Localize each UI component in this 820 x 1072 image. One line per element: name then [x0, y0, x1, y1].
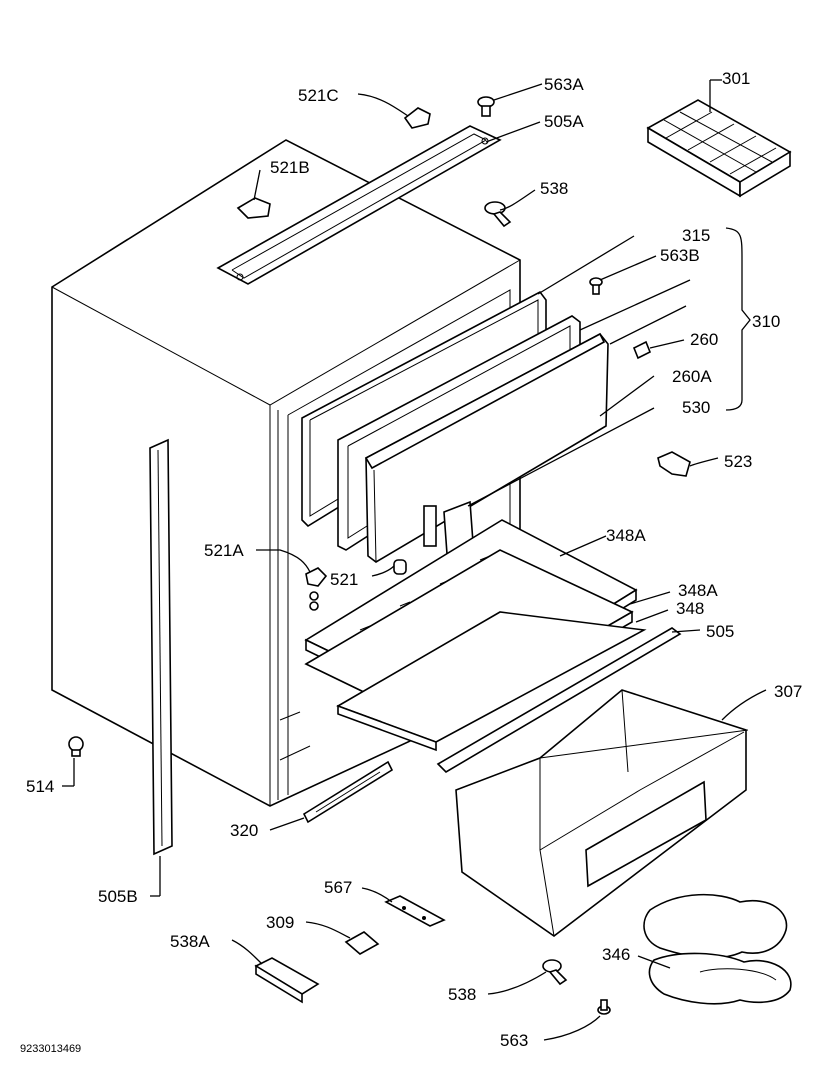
part-538-bottom	[542, 959, 568, 986]
vertical-rail-505B	[149, 438, 173, 856]
label-523: 523	[724, 452, 752, 471]
part-260	[632, 340, 652, 360]
label-521C: 521C	[298, 86, 339, 105]
part-514	[68, 736, 84, 757]
document-number: 9233013469	[20, 1043, 81, 1055]
label-348A-2: 348A	[678, 581, 718, 600]
part-labels: 563A 521C 505A 301 521B 538 315 563B 310…	[26, 69, 802, 1050]
part-309	[344, 931, 380, 955]
ice-tray-301	[646, 99, 792, 198]
top-rail-505A	[216, 125, 502, 285]
egg-trays-346	[643, 893, 792, 1005]
rail-505	[436, 627, 682, 774]
label-260A: 260A	[672, 367, 712, 386]
label-307: 307	[774, 682, 802, 701]
label-538A: 538A	[170, 932, 210, 951]
part-521	[393, 559, 407, 575]
label-301: 301	[722, 69, 750, 88]
label-320: 320	[230, 821, 258, 840]
label-348: 348	[676, 599, 704, 618]
label-563B: 563B	[660, 246, 700, 265]
part-538A	[254, 957, 320, 1004]
part-563	[597, 999, 611, 1015]
shelf-348	[336, 611, 647, 752]
label-346: 346	[602, 945, 630, 964]
freezer-door-assembly-310	[301, 290, 609, 570]
label-505A: 505A	[544, 112, 584, 131]
vent-grille-320	[302, 760, 394, 824]
part-523	[657, 451, 691, 477]
label-514: 514	[26, 777, 54, 796]
label-505B: 505B	[98, 887, 138, 906]
label-538-bottom: 538	[448, 985, 476, 1004]
part-521B	[236, 197, 271, 219]
label-260: 260	[690, 330, 718, 349]
label-563A: 563A	[544, 75, 584, 94]
part-563B	[589, 277, 603, 295]
label-505: 505	[706, 622, 734, 641]
crisper-drawer-307	[455, 689, 749, 937]
label-563: 563	[500, 1031, 528, 1050]
label-538-top: 538	[540, 179, 568, 198]
label-310: 310	[752, 312, 780, 331]
label-521B: 521B	[270, 158, 310, 177]
leader-lines	[62, 79, 767, 1041]
label-315: 315	[682, 226, 710, 245]
part-567	[384, 895, 446, 927]
part-521C	[403, 107, 431, 129]
part-521A	[305, 567, 328, 611]
label-521: 521	[330, 570, 358, 589]
label-309: 309	[266, 913, 294, 932]
label-530: 530	[682, 398, 710, 417]
part-538-top	[484, 201, 512, 228]
part-563A	[477, 96, 495, 117]
label-348A-1: 348A	[606, 526, 646, 545]
label-521A: 521A	[204, 541, 244, 560]
label-567: 567	[324, 878, 352, 897]
